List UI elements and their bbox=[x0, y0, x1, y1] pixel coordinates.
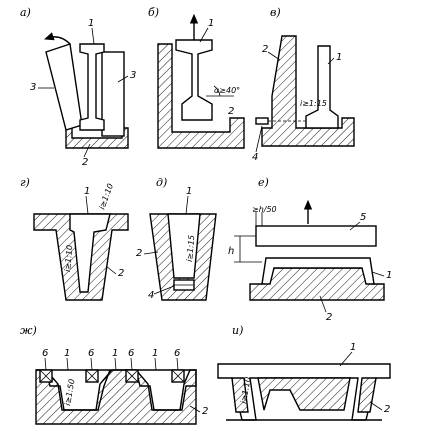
panel-v-num-2: 2 bbox=[262, 44, 268, 55]
panel-zh-top-1: 1 bbox=[64, 348, 70, 359]
panel-d-num-1: 1 bbox=[186, 186, 192, 197]
panel-v-mold bbox=[261, 35, 355, 147]
panel-a-left-part bbox=[45, 43, 83, 131]
panel-v: в) 1 2 i≥1:15 4 bbox=[252, 6, 355, 163]
panel-b-tpart bbox=[175, 39, 213, 121]
panel-b-num-2: 2 bbox=[228, 106, 234, 117]
panel-i-num-2: 2 bbox=[384, 404, 390, 415]
panel-zh-top-0: 6 bbox=[42, 348, 48, 359]
panel-i-label: и) bbox=[232, 324, 243, 337]
panel-e-num-1: 1 bbox=[386, 270, 392, 281]
panel-b-label: б) bbox=[148, 6, 159, 19]
panel-a: а) 1 3 3 2 bbox=[20, 6, 136, 168]
panel-zh-top-4: 6 bbox=[128, 348, 134, 359]
panel-g-num-1: 1 bbox=[84, 186, 90, 197]
panel-d-num-2: 2 bbox=[136, 248, 142, 259]
panel-zh-num-2: 2 bbox=[202, 406, 208, 417]
panel-d-slope: i≥1:15 bbox=[185, 235, 196, 263]
panel-d-casting bbox=[167, 213, 201, 279]
panel-v-slope: i≥1:15 bbox=[300, 99, 327, 108]
panel-g: г) 1 i≥1:10 i≥1:10 2 bbox=[20, 176, 129, 301]
panel-e-num-2: 2 bbox=[326, 312, 332, 323]
panel-a-label: а) bbox=[20, 6, 31, 19]
panel-zh-cross-boxes bbox=[39, 369, 185, 383]
panel-b-angle: α≥40° bbox=[214, 86, 240, 95]
panel-e-num-5: 5 bbox=[360, 212, 366, 223]
panel-b: б) 1 α≥40° 2 bbox=[148, 6, 245, 149]
panel-b-mold bbox=[157, 43, 245, 149]
panel-g-num-2: 2 bbox=[118, 268, 124, 279]
panel-d-label: д) bbox=[156, 176, 167, 189]
panel-b-num-1: 1 bbox=[208, 18, 214, 29]
panel-e-label: е) bbox=[258, 176, 269, 189]
panel-a-num-1: 1 bbox=[88, 18, 94, 29]
panel-g-casting bbox=[69, 213, 111, 293]
panel-i-right-mold bbox=[357, 377, 377, 413]
panel-i: и) 1 i≥1:10 2 bbox=[217, 324, 391, 421]
panel-i-left-mold bbox=[231, 377, 249, 413]
panel-a-num-3b: 3 bbox=[130, 70, 136, 81]
panel-v-num-4: 4 bbox=[252, 152, 258, 163]
panel-g-label: г) bbox=[20, 176, 30, 189]
panel-i-num-1: 1 bbox=[350, 342, 356, 353]
panel-e-casting bbox=[261, 257, 375, 285]
panel-v-num-1: 1 bbox=[336, 52, 342, 63]
panel-zh-top-3: 1 bbox=[112, 348, 118, 359]
panel-a-num-2: 2 bbox=[82, 157, 88, 168]
panel-zh: ж) 6 1 6 1 6 1 6 i≥1:50 2 bbox=[20, 324, 208, 425]
panel-e: е) h ≥h/50 5 1 2 bbox=[228, 176, 392, 323]
panel-e-h: h bbox=[228, 246, 234, 257]
panel-a-arrow bbox=[44, 32, 71, 45]
panel-d: д) 1 i≥1:15 2 4 bbox=[136, 176, 217, 301]
panel-a-right-part bbox=[101, 51, 125, 137]
panel-zh-top-5: 1 bbox=[152, 348, 158, 359]
panel-e-top-plate bbox=[255, 225, 377, 247]
panel-v-ejector bbox=[255, 117, 269, 125]
panel-zh-label: ж) bbox=[20, 324, 37, 337]
panel-e-gap: ≥h/50 bbox=[252, 205, 277, 214]
panel-g-slope-top: i≥1:10 bbox=[97, 182, 115, 210]
panel-a-num-3a: 3 bbox=[30, 82, 36, 93]
panel-g-slope-side: i≥1:10 bbox=[63, 245, 74, 273]
panel-v-tpart bbox=[305, 45, 339, 129]
panel-zh-top-6: 6 bbox=[174, 348, 180, 359]
panel-a-ibeam bbox=[79, 43, 105, 131]
panel-v-label: в) bbox=[270, 6, 281, 19]
panel-i-core bbox=[257, 377, 351, 411]
panel-d-num-4: 4 bbox=[148, 290, 154, 301]
panel-zh-top-2: 6 bbox=[88, 348, 94, 359]
